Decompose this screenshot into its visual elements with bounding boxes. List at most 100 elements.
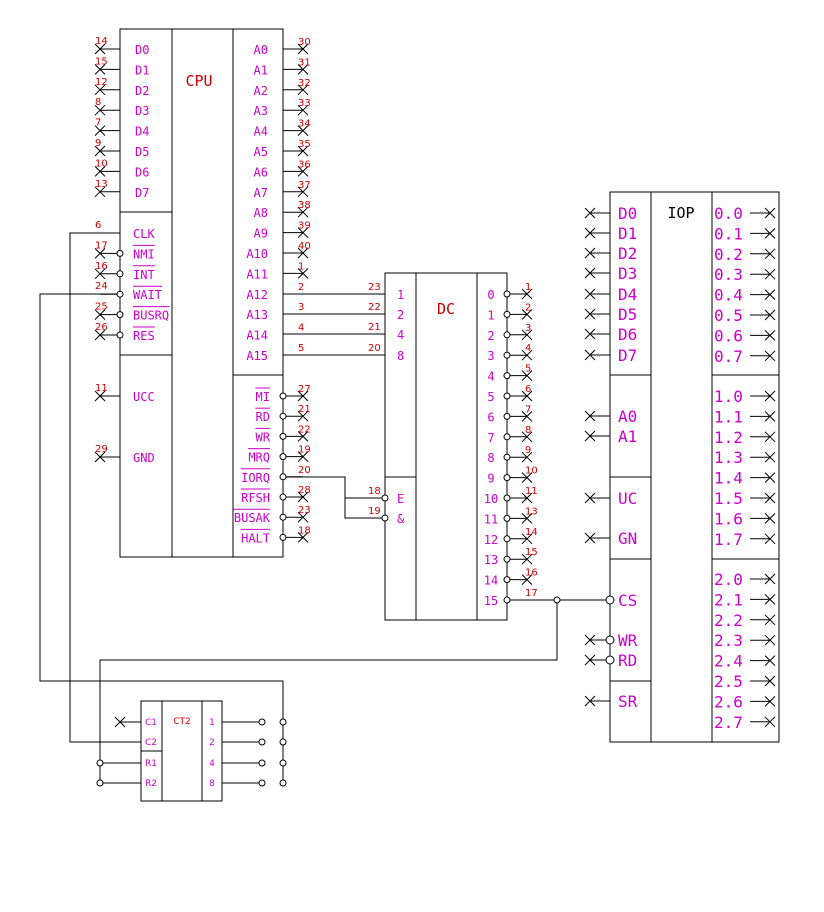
cpu-data-pin-number: 7 <box>95 118 101 129</box>
cpu-out-bubble <box>279 392 287 400</box>
cpu-data-pin-label: D2 <box>135 84 149 98</box>
cpu-addr-pin-label: A7 <box>254 186 268 200</box>
cpu-ctrl-nc-mark <box>94 248 106 259</box>
cpu-data-pin-label: D1 <box>135 63 149 77</box>
dc-input-pin-label: 2 <box>397 308 404 322</box>
cpu-out-nc-mark <box>297 431 309 442</box>
iop-port1-pin-label: 1.7 <box>714 530 743 549</box>
iop-ctrl-pin-label: RD <box>618 651 637 670</box>
dc-output-pin-number: 8 <box>525 425 531 436</box>
iop-port1-pin-label: 1.2 <box>714 428 743 447</box>
cpu-data-nc-mark <box>94 125 106 136</box>
iop-port1-pin-label: 1.0 <box>714 387 743 406</box>
iop-port0-nc-mark <box>764 228 776 239</box>
iop-title: IOP <box>667 204 694 222</box>
cpu-addr-pin-number: 3 <box>298 302 304 313</box>
cpu-addr-nc-mark <box>297 104 309 116</box>
cpu-ctrl-bubble <box>116 331 124 339</box>
iop-data-nc-mark <box>584 308 596 320</box>
iop-data-pin-label: D2 <box>618 244 637 263</box>
dc-output-pin-number: 7 <box>525 404 531 415</box>
iop-data-pin-label: D3 <box>618 264 637 283</box>
iop-port1-nc-mark <box>764 431 776 443</box>
cpu-addr-nc-mark <box>297 64 309 75</box>
cpu-data-nc-mark <box>94 186 106 198</box>
iop-port2-nc-mark <box>764 675 776 687</box>
cpu-out-bubble <box>279 412 287 420</box>
dc-output-pin-number: 17 <box>525 588 538 599</box>
iop-port0-nc-mark <box>764 268 776 280</box>
cpu-out-pin-number: 23 <box>298 505 311 516</box>
cpu-ctrl-pin-label: BUSRQ <box>133 309 169 323</box>
iop-port0-pin-label: 0.5 <box>714 306 743 325</box>
dc-output-pin-label: 3 <box>487 349 494 363</box>
cpu-data-pin-label: D4 <box>135 125 149 139</box>
dc-output-bubble <box>503 535 511 543</box>
cpu-ctrl-bubble <box>116 249 124 257</box>
iop-power-nc-mark <box>584 492 596 504</box>
iop-addr-nc-mark <box>584 410 596 422</box>
dc-output-nc-mark <box>521 390 533 402</box>
dc-output-nc-mark <box>521 309 533 320</box>
cpu-data-pin-label: D7 <box>135 186 149 200</box>
dc-output-nc-mark <box>521 472 533 483</box>
cpu-data-pin-number: 15 <box>95 56 108 67</box>
iop-port2-nc-mark <box>764 716 776 728</box>
cpu-addr-nc-mark <box>297 206 309 218</box>
dc-output-nc-mark <box>521 513 533 524</box>
cpu-addr-pin-label: A0 <box>254 43 268 57</box>
iop-port0-nc-mark <box>764 289 776 300</box>
iop-port1-pin-label: 1.1 <box>714 407 743 426</box>
cpu-data-nc-mark <box>94 166 106 177</box>
cpu-data-pin-number: 14 <box>95 36 108 47</box>
iop-port1-pin-label: 1.6 <box>714 509 743 528</box>
dc-output-nc-mark <box>521 553 533 565</box>
dc-output-pin-label: 13 <box>484 553 498 567</box>
cpu-ctrl-pin-label: INT <box>133 268 155 282</box>
iop-power-pin-label: GN <box>618 529 637 548</box>
iop-data-nc-mark <box>584 288 596 300</box>
cpu-data-pin-label: D3 <box>135 104 149 118</box>
cpu-addr-pin-label: A9 <box>254 227 268 241</box>
dc-output-bubble <box>503 555 511 563</box>
cpu-addr-pin-label: A15 <box>246 349 268 363</box>
iop-wr-nc-mark <box>584 634 596 646</box>
iop-port2-pin-label: 2.7 <box>714 713 743 732</box>
junction-dot <box>553 596 561 604</box>
iop-data-pin-label: D4 <box>618 285 637 304</box>
cpu-ctrl-nc-mark <box>94 309 106 320</box>
dc-output-pin-number: 9 <box>525 445 531 456</box>
iop-port0-nc-mark <box>764 330 776 341</box>
cpu-out-bubble <box>279 432 287 440</box>
cpu-addr-nc-mark <box>297 125 309 136</box>
iop-port2-nc-mark <box>764 573 776 585</box>
cpu-out-pin-number: 27 <box>298 384 311 395</box>
ct2-input-pin-label: R1 <box>145 759 157 769</box>
cpu-out-pin-label: BUSAK <box>234 511 271 525</box>
dc-output-bubble <box>503 392 511 400</box>
iop-sr-nc-mark <box>584 695 596 707</box>
cpu-data-pin-number: 9 <box>95 138 101 149</box>
cpu-addr-pin-number: 39 <box>298 221 311 232</box>
dc-enable-bubble <box>381 494 389 502</box>
dc-output-bubble <box>503 596 511 604</box>
dc-output-pin-number: 1 <box>525 282 531 293</box>
ct2-output-terminal <box>258 738 266 746</box>
iop-port1-nc-mark <box>764 472 776 483</box>
dc-output-pin-number: 15 <box>525 547 538 558</box>
iop-port0-pin-label: 0.7 <box>714 347 743 366</box>
iop-port1-nc-mark <box>764 533 776 545</box>
dc-output-pin-label: 14 <box>484 574 498 588</box>
ct2-output-pin-label: 4 <box>209 759 215 769</box>
dc-output-bubble <box>503 453 511 461</box>
iop-data-pin-label: D0 <box>618 204 637 223</box>
iop-port2-pin-label: 2.0 <box>714 570 743 589</box>
iop-data-nc-mark <box>584 328 596 340</box>
iop-port1-pin-label: 1.3 <box>714 448 743 467</box>
cpu-out-pin-label: HALT <box>241 531 270 545</box>
dc-output-nc-mark <box>521 574 533 585</box>
dc-output-pin-label: 8 <box>487 451 494 465</box>
iop-port0-nc-mark <box>764 207 776 219</box>
cpu-power-pin-number: 29 <box>95 444 108 455</box>
